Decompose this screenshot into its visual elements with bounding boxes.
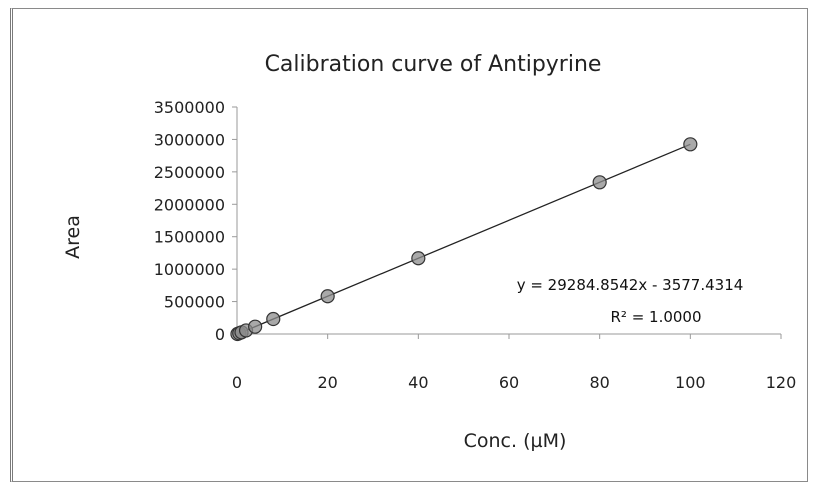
y-tick-label: 2000000 [154,195,225,214]
x-tick-label: 120 [766,373,797,392]
data-point [592,175,607,190]
data-point [248,319,263,334]
chart-frame: Calibration curve of Antipyrine 0 500000 1… [10,8,808,482]
y-tick-label: 1500000 [154,228,225,247]
x-tick-label: 60 [499,373,519,392]
y-tick-label: 2500000 [154,163,225,182]
y-tick-label: 1000000 [154,260,225,279]
x-tick-label: 100 [675,373,706,392]
data-point [411,251,426,266]
y-axis-ticks: 0 500000 1000000 1500000 2000000 2500000 30000… [154,98,237,344]
y-tick-label: 500000 [164,293,225,312]
x-axis-ticks: 0 20 40 60 80 100 120 [232,334,796,392]
x-tick-label: 40 [408,373,428,392]
y-tick-label: 3500000 [154,98,225,117]
data-points [230,137,698,342]
x-axis-title: Conc. (µM) [464,430,567,452]
y-tick-label: 3000000 [154,130,225,149]
data-point [266,311,281,327]
data-point [320,289,335,304]
data-point [683,137,698,152]
trendline-r2: R² = 1.0000 [610,308,701,326]
chart-canvas: Calibration curve of Antipyrine 0 500000 1… [62,52,797,452]
trendline-equation: y = 29284.8542x - 3577.4314 [517,276,744,294]
chart-title: Calibration curve of Antipyrine [265,52,602,77]
x-tick-label: 80 [589,373,609,392]
x-tick-label: 20 [317,373,337,392]
y-axis-title: Area [62,215,84,259]
y-tick-label: 0 [215,325,225,344]
x-tick-label: 0 [232,373,242,392]
plot-area: 0 500000 1000000 1500000 2000000 2500000 30000… [154,98,797,392]
trend-line [237,143,691,335]
